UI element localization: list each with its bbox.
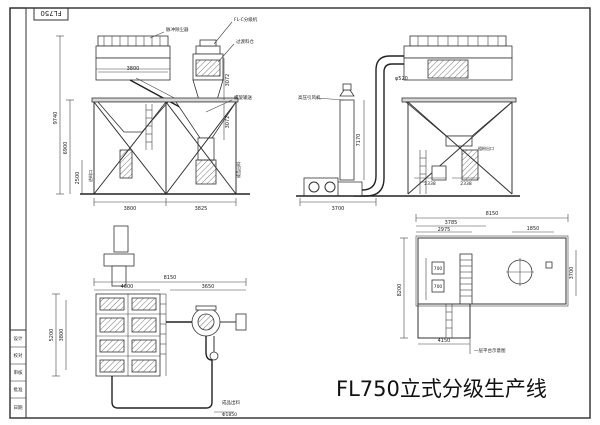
dim-r-w2: 2975 bbox=[438, 227, 451, 233]
dim-side-d: φ520 bbox=[395, 76, 408, 82]
dim-r-h2: 3700 bbox=[569, 267, 575, 280]
dim-front-r2: 3072 bbox=[225, 116, 231, 129]
dim-plan-w-total: 8150 bbox=[164, 275, 177, 281]
dim-r-h: 8200 bbox=[397, 284, 403, 297]
dim-side-h: 7170 bbox=[356, 134, 362, 147]
dim-r-w-total: 8150 bbox=[486, 211, 499, 217]
plan-view: 8150 4600 3650 5200 3800 成品出料 Φ1850 bbox=[49, 225, 247, 418]
label-classifier: FL-C分级机 bbox=[234, 16, 258, 23]
dim-r-small1: 700 bbox=[434, 266, 443, 272]
dim-side-width: 3700 bbox=[332, 206, 345, 212]
dim-plan-h2: 3800 bbox=[59, 329, 65, 342]
label-product-pipe: 成品出料 bbox=[222, 399, 240, 406]
label-coarse-outlet: 粗粉出口 bbox=[478, 145, 494, 151]
tb-row-1: 校对 bbox=[14, 352, 23, 359]
dim-side-w1: 2338 bbox=[424, 181, 436, 187]
dim-front-h2: 6900 bbox=[63, 142, 69, 155]
label-inlet: 进料口 bbox=[87, 170, 93, 182]
side-elevation: 3700 7170 φ520 2338 2338 高压引风机 粗粉出口 bbox=[296, 35, 520, 212]
front-elevation: 9740 6900 2500 3800 3825 3800 3072 3072 … bbox=[53, 16, 258, 212]
label-pipe-note: 一层平台示意图 bbox=[474, 347, 506, 354]
dim-front-w1: 3800 bbox=[124, 206, 137, 212]
dim-side-w2: 2338 bbox=[460, 181, 472, 187]
tb-row-3: 批准 bbox=[14, 386, 23, 393]
dim-plan-w1: 4600 bbox=[121, 284, 134, 290]
drawing-title: FL750立式分级生产线 bbox=[336, 377, 547, 401]
right-plan-view: 8150 3785 2975 1850 8200 3700 700 700 41… bbox=[397, 211, 577, 354]
label-screw: 螺旋输送 bbox=[234, 94, 252, 101]
tb-row-2: 审核 bbox=[14, 369, 23, 376]
dim-plan-h: 5200 bbox=[49, 329, 55, 342]
dim-r-w3: 1850 bbox=[527, 226, 540, 232]
drawing-code: FL750 bbox=[40, 9, 61, 17]
dim-plan-w2: 3650 bbox=[202, 284, 215, 290]
dim-front-r1: 3072 bbox=[225, 74, 231, 87]
drawing-code-box: FL750 bbox=[33, 7, 69, 21]
tb-row-4: 日期 bbox=[14, 405, 23, 411]
dim-r-bottom: 4150 bbox=[438, 338, 451, 344]
label-product-outlet: 成品出料 bbox=[235, 162, 241, 178]
dim-front-top: 3800 bbox=[127, 66, 140, 72]
title-block: 设计 校对 审核 批准 日期 bbox=[9, 329, 27, 419]
dim-plan-bottom: Φ1850 bbox=[222, 412, 237, 418]
dim-r-w1: 3785 bbox=[445, 220, 458, 226]
tb-row-0: 设计 bbox=[14, 335, 23, 342]
label-pulse-collector: 脉冲除尘器 bbox=[166, 26, 189, 33]
dim-front-height: 9740 bbox=[53, 112, 59, 125]
dim-r-small2: 700 bbox=[434, 284, 443, 290]
inner-border bbox=[25, 7, 591, 419]
dim-front-w2: 3825 bbox=[195, 206, 208, 212]
label-high-pressure-fan: 高压引风机 bbox=[298, 94, 321, 101]
dim-front-h3: 2500 bbox=[75, 172, 81, 185]
label-feeder: 过渡料仓 bbox=[236, 38, 254, 45]
